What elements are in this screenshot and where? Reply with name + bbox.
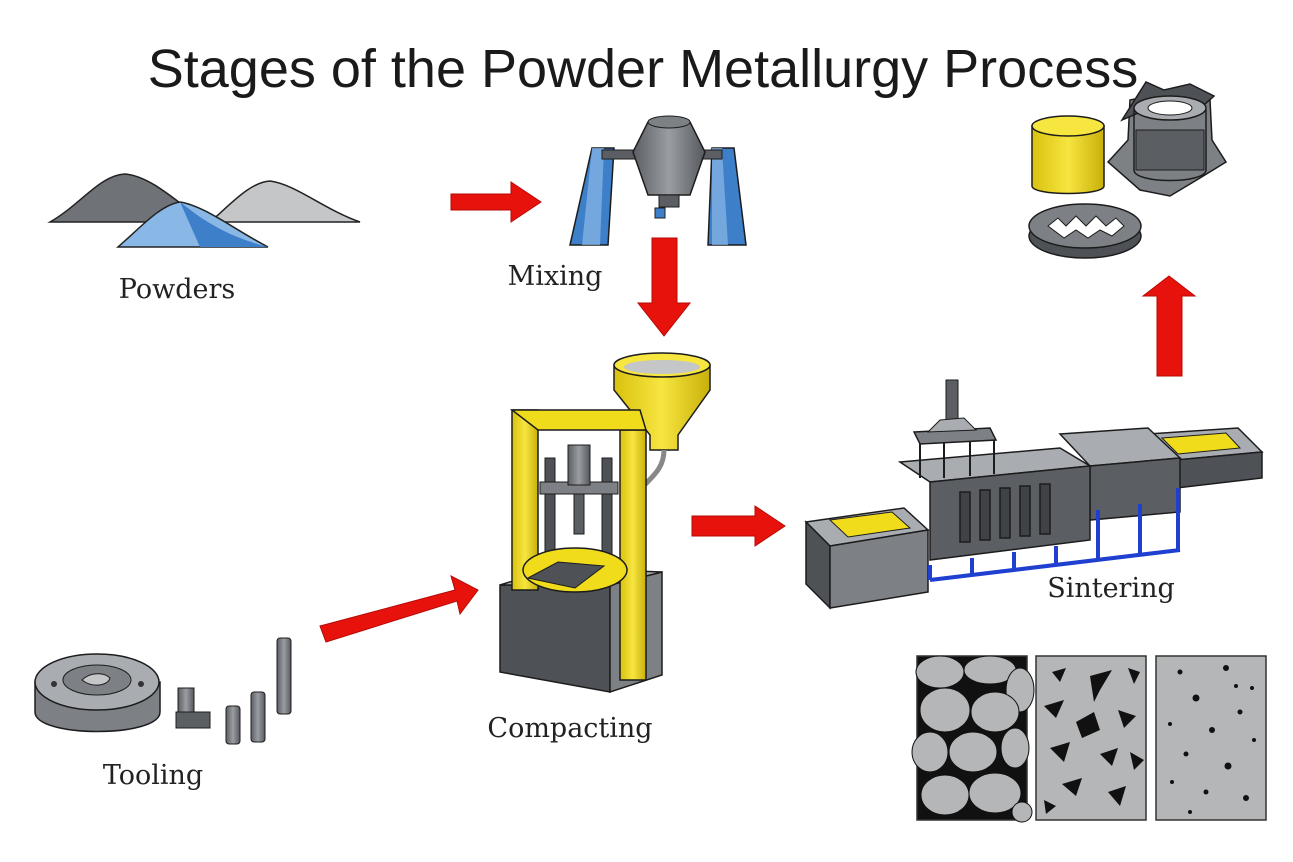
arrow-tooling-to-compacting [319,575,479,643]
arrow-powders-to-mixing [450,181,542,223]
tooling-illustration [34,637,292,745]
compacting-press-illustration [499,352,711,694]
arrow-compacting-to-sintering [691,505,786,547]
arrow-sintering-to-parts [1141,275,1197,377]
label-tooling: Tooling [103,760,203,791]
page-title: Stages of the Powder Metallurgy Process [148,39,1138,99]
label-compacting: Compacting [487,713,652,744]
label-powders: Powders [119,274,235,305]
microstructure-panel-early [911,655,1035,823]
sintering-furnace-illustration [804,379,1264,610]
label-mixing: Mixing [508,261,603,292]
finished-parts-illustration [1028,81,1228,259]
microstructure-panel-intermediate [1035,655,1147,821]
powders-illustration [47,173,361,248]
label-sintering: Sintering [1047,573,1175,604]
arrow-mixing-to-compacting [636,237,692,337]
microstructure-panel-final [1155,655,1267,821]
mixer-illustration [569,115,747,246]
